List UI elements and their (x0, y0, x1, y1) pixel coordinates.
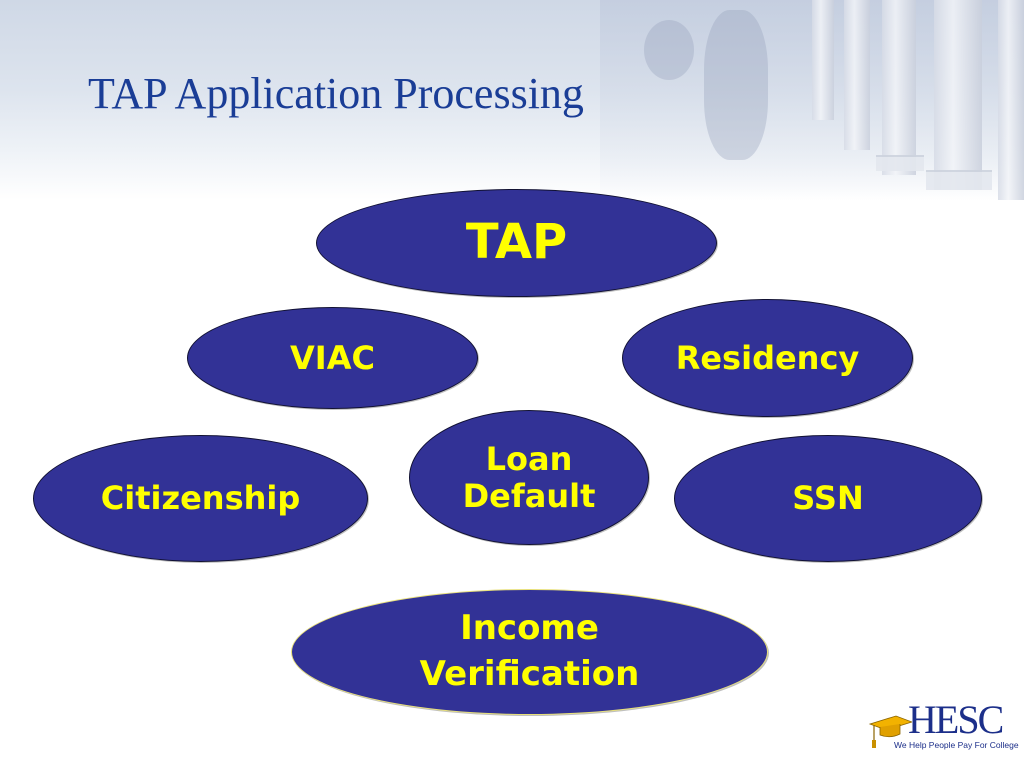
pillar-base (876, 155, 924, 171)
oval-income-verification-label: Income Verification (419, 608, 640, 694)
pillar (882, 0, 916, 175)
oval-viac: VIAC (187, 307, 478, 409)
pillar (812, 0, 834, 120)
oval-income-verification: Income Verification (291, 589, 768, 715)
oval-viac-label: VIAC (290, 338, 375, 377)
hesc-logo: HESC We Help People Pay For College (868, 697, 1019, 756)
oval-loan-default: Loan Default (409, 410, 649, 545)
logo-name: HESC (908, 697, 1004, 742)
oval-citizenship-label: Citizenship (100, 479, 301, 518)
oval-citizenship: Citizenship (33, 435, 368, 562)
oval-residency-label: Residency (675, 338, 860, 377)
pillar (998, 0, 1024, 200)
header-photo (600, 0, 1024, 200)
slide-title: TAP Application Processing (88, 69, 584, 118)
pillar (844, 0, 870, 150)
oval-loan-default-label: Loan Default (462, 439, 596, 515)
pillar (934, 0, 982, 190)
graduation-cap-icon (868, 715, 912, 748)
pillar-base (926, 170, 992, 190)
oval-ssn: SSN (674, 435, 982, 562)
logo-tagline: We Help People Pay For College (894, 740, 1019, 750)
oval-tap-label: TAP (465, 214, 568, 271)
person-silhouette (704, 10, 768, 160)
oval-tap: TAP (316, 189, 717, 297)
oval-ssn-label: SSN (792, 479, 864, 518)
oval-residency: Residency (622, 299, 913, 417)
person-silhouette (644, 20, 694, 80)
